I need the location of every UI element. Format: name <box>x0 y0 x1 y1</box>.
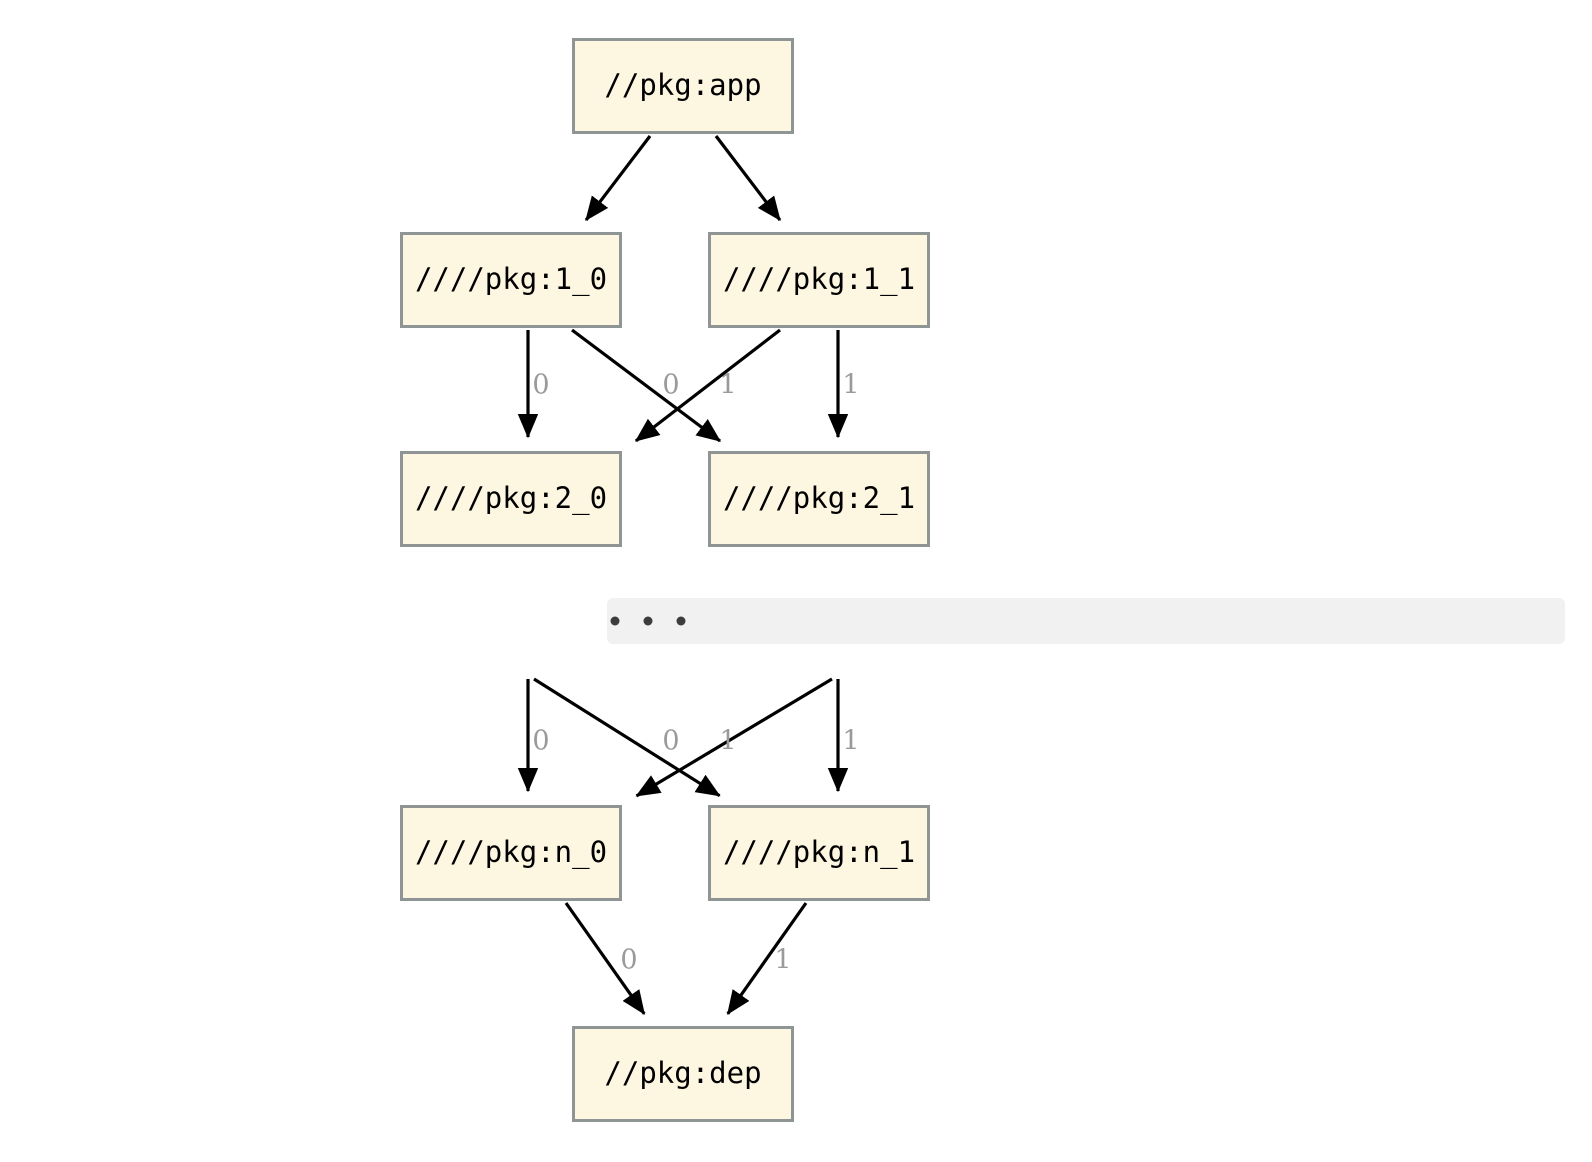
node-label: ////pkg:n_0 <box>415 835 607 870</box>
edge-label: 0 <box>532 370 549 401</box>
edge-arrow <box>635 677 833 798</box>
node-label: ////pkg:1_1 <box>723 262 915 297</box>
edge-arrow <box>634 328 781 443</box>
edge-label: 0 <box>662 370 679 401</box>
node-box[interactable] <box>572 38 794 134</box>
edge-label: 1 <box>719 726 736 757</box>
graph-edge-n1_1-to-n2_0: 1 <box>634 328 781 443</box>
graph-node-app[interactable]: //pkg:app <box>572 38 794 134</box>
ellipsis-band-background <box>607 598 1565 644</box>
graph-edge-n1_0-to-n2_1: 0 <box>571 328 722 443</box>
edge-arrow <box>584 135 652 222</box>
graph-edge-dangling-2-to-nn_0: 1 <box>635 677 833 798</box>
node-label: ////pkg:2_0 <box>415 481 607 516</box>
node-box[interactable] <box>400 451 622 547</box>
edge-arrow <box>726 902 808 1015</box>
graph-node-n1_1[interactable]: ////pkg:1_1 <box>708 232 930 328</box>
graph-node-n2_1[interactable]: ////pkg:2_1 <box>708 451 930 547</box>
edge-label: 1 <box>774 945 791 976</box>
node-box[interactable] <box>572 1026 794 1122</box>
ellipsis-dot-2 <box>676 616 686 626</box>
edge-arrow <box>533 677 721 798</box>
graph-node-n1_0[interactable]: ////pkg:1_0 <box>400 232 622 328</box>
node-box[interactable] <box>708 805 930 901</box>
edge-label: 1 <box>842 370 859 401</box>
edge-arrow <box>571 328 722 443</box>
edge-label: 0 <box>620 945 637 976</box>
node-label: ////pkg:n_1 <box>723 835 915 870</box>
ellipsis-band <box>607 598 1565 644</box>
edge-label: 0 <box>532 726 549 757</box>
nodes-layer: //pkg:app ////pkg:1_0 ////pkg:1_1 ////pkg:2… <box>400 38 930 1122</box>
node-box[interactable] <box>400 805 622 901</box>
graph-node-nn_1[interactable]: ////pkg:n_1 <box>708 805 930 901</box>
ellipsis-dot-1 <box>643 616 653 626</box>
graph-node-n2_0[interactable]: ////pkg:2_0 <box>400 451 622 547</box>
graph-edge-app-to-n1_0 <box>584 135 652 222</box>
graph-edge-nn_0-to-dep: 0 <box>564 902 646 1015</box>
edge-arrow <box>564 902 646 1015</box>
node-box[interactable] <box>708 451 930 547</box>
graph-edge-nn_1-to-dep: 1 <box>726 902 808 1015</box>
node-box[interactable] <box>400 232 622 328</box>
node-label: ////pkg:1_0 <box>415 262 607 297</box>
graph-edge-n1_0-to-n2_0: 0 <box>517 330 550 439</box>
edge-label: 0 <box>662 726 679 757</box>
node-label: ////pkg:2_1 <box>723 481 915 516</box>
graph-edge-dangling-3-to-nn_1: 1 <box>827 679 860 793</box>
graph-edge-dangling-1-to-nn_1: 0 <box>533 677 721 798</box>
node-label: //pkg:dep <box>604 1056 761 1090</box>
graph-node-dep[interactable]: //pkg:dep <box>572 1026 794 1122</box>
edges-layer: 0 0 1 1 0 0 1 1 0 1 <box>517 135 860 1015</box>
node-label: //pkg:app <box>604 68 761 102</box>
ellipsis-dot-0 <box>610 616 620 626</box>
edge-label: 1 <box>719 370 736 401</box>
graph-edge-dangling-0-to-nn_0: 0 <box>517 679 550 793</box>
edge-label: 1 <box>842 726 859 757</box>
graph-edge-app-to-n1_1 <box>714 135 782 222</box>
graph-node-nn_0[interactable]: ////pkg:n_0 <box>400 805 622 901</box>
edge-arrow <box>714 135 782 222</box>
node-box[interactable] <box>708 232 930 328</box>
graph-edge-n1_1-to-n2_1: 1 <box>827 330 860 439</box>
